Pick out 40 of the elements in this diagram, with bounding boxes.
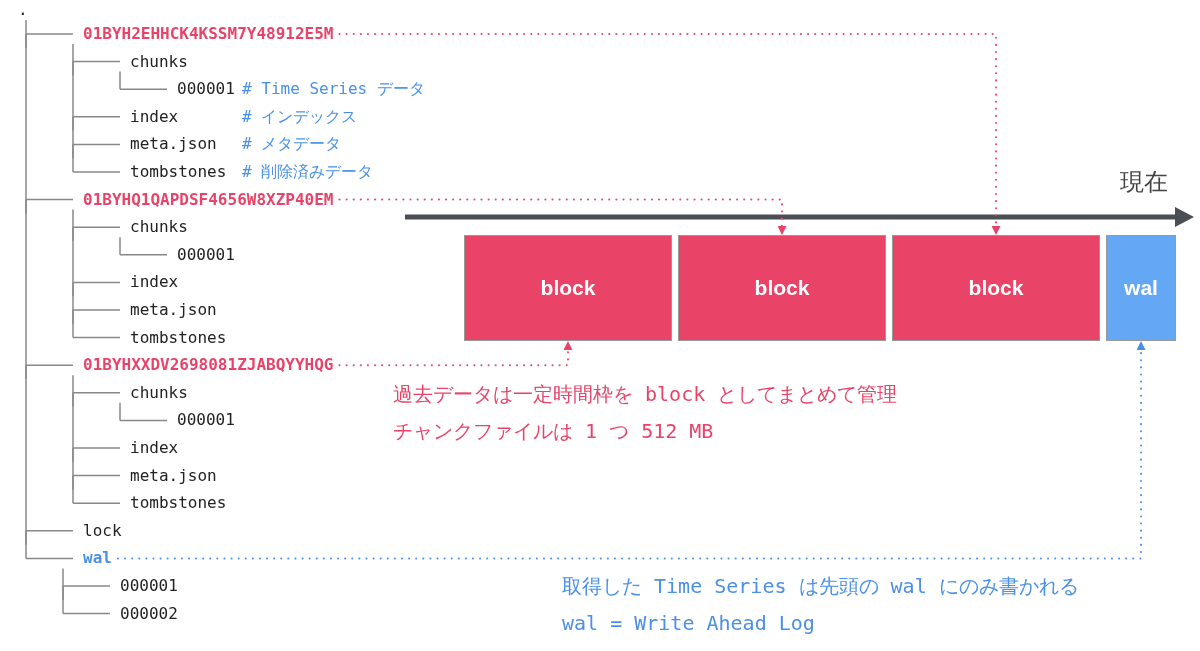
code-comment: # Time Series データ bbox=[242, 79, 425, 100]
directory-name: 01BYHXXDV2698081ZJABQYYHQG bbox=[83, 355, 334, 376]
code-comment: # 削除済みデータ bbox=[242, 162, 374, 182]
tree-root-dot: . bbox=[18, 0, 28, 20]
leader-line bbox=[338, 340, 573, 367]
file-name: 000001 bbox=[177, 244, 235, 265]
code-comment: # インデックス bbox=[242, 106, 358, 127]
file-name: meta.json bbox=[130, 300, 217, 320]
file-name: tombstones bbox=[130, 327, 227, 348]
note-text: wal = Write Ahead Log bbox=[562, 610, 815, 636]
code-comment: # メタデータ bbox=[242, 134, 342, 155]
leader-line bbox=[116, 340, 1146, 560]
file-name: index bbox=[130, 106, 179, 127]
file-name: index bbox=[130, 272, 179, 293]
note-text: チャンクファイルは 1 つ 512 MB bbox=[393, 418, 714, 444]
file-name: meta.json bbox=[130, 465, 217, 486]
block-box: block bbox=[464, 235, 672, 341]
file-name: index bbox=[130, 438, 179, 458]
file-name: 000001 bbox=[177, 79, 235, 100]
file-name: chunks bbox=[130, 51, 188, 72]
leader-line bbox=[338, 33, 1001, 236]
file-name: chunks bbox=[130, 217, 188, 238]
block-box: block bbox=[678, 235, 886, 341]
note-text: 取得した Time Series は先頭の wal にのみ書かれる bbox=[562, 573, 1079, 599]
timeline-label: 現在 bbox=[1120, 167, 1168, 197]
directory-name: 01BYH2EHHCK4KSSM7Y48912E5M bbox=[83, 24, 334, 44]
directory-name: 01BYHQ1QAPDSF4656W8XZP40EM bbox=[83, 189, 334, 210]
file-name: lock bbox=[83, 520, 122, 541]
file-name: tombstones bbox=[130, 162, 227, 182]
block-box: block bbox=[892, 235, 1100, 341]
leader-line bbox=[338, 198, 787, 236]
block-box: wal bbox=[1106, 235, 1176, 341]
note-text: 過去データは一定時間枠を block としてまとめて管理 bbox=[393, 381, 898, 407]
file-name: chunks bbox=[130, 382, 188, 403]
directory-name: wal bbox=[83, 548, 112, 569]
file-name: 000001 bbox=[177, 410, 235, 431]
file-name: 000002 bbox=[120, 603, 178, 624]
file-name: 000001 bbox=[120, 576, 178, 596]
file-name: meta.json bbox=[130, 134, 217, 155]
file-name: tombstones bbox=[130, 493, 227, 514]
